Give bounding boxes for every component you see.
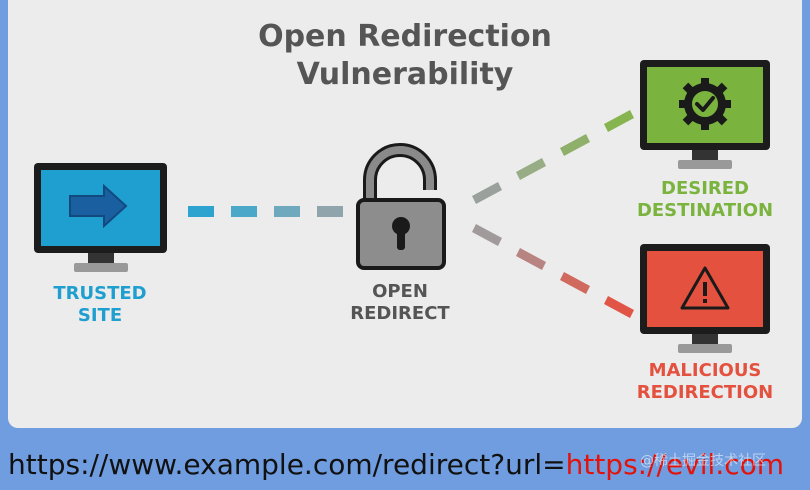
malicious-redirection-monitor-icon (640, 244, 770, 353)
title-line-2: Vulnerability (296, 57, 514, 92)
connector-redirect-to-desired (472, 110, 634, 204)
url-evil-target: https://evil.com (565, 448, 785, 481)
title-line-1: Open Redirection (258, 19, 552, 54)
desired-destination-monitor-icon (640, 60, 770, 169)
diagram-art (34, 60, 770, 353)
trusted-site-label: TRUSTED SITE (53, 283, 147, 326)
warning-icon (680, 266, 730, 310)
example-redirect-url: https://www.example.com/redirect?url=htt… (8, 448, 784, 482)
connector-redirect-to-malicious (472, 224, 634, 318)
url-prefix: https://www.example.com/redirect?url= (8, 448, 566, 481)
desired-destination-label: DESIRED DESTINATION (636, 178, 774, 221)
open-redirect-label: OPEN REDIRECT (350, 281, 450, 324)
diagram-title: Open Redirection Vulnerability (0, 18, 810, 94)
gear-check-icon (679, 78, 731, 130)
malicious-redirection-label: MALICIOUS REDIRECTION (636, 360, 774, 403)
connector-trusted-to-redirect (188, 206, 343, 217)
open-padlock-icon (356, 143, 446, 270)
watermark: @稀土掘金技术社区 (640, 453, 766, 469)
trusted-site-monitor-icon (34, 163, 167, 272)
